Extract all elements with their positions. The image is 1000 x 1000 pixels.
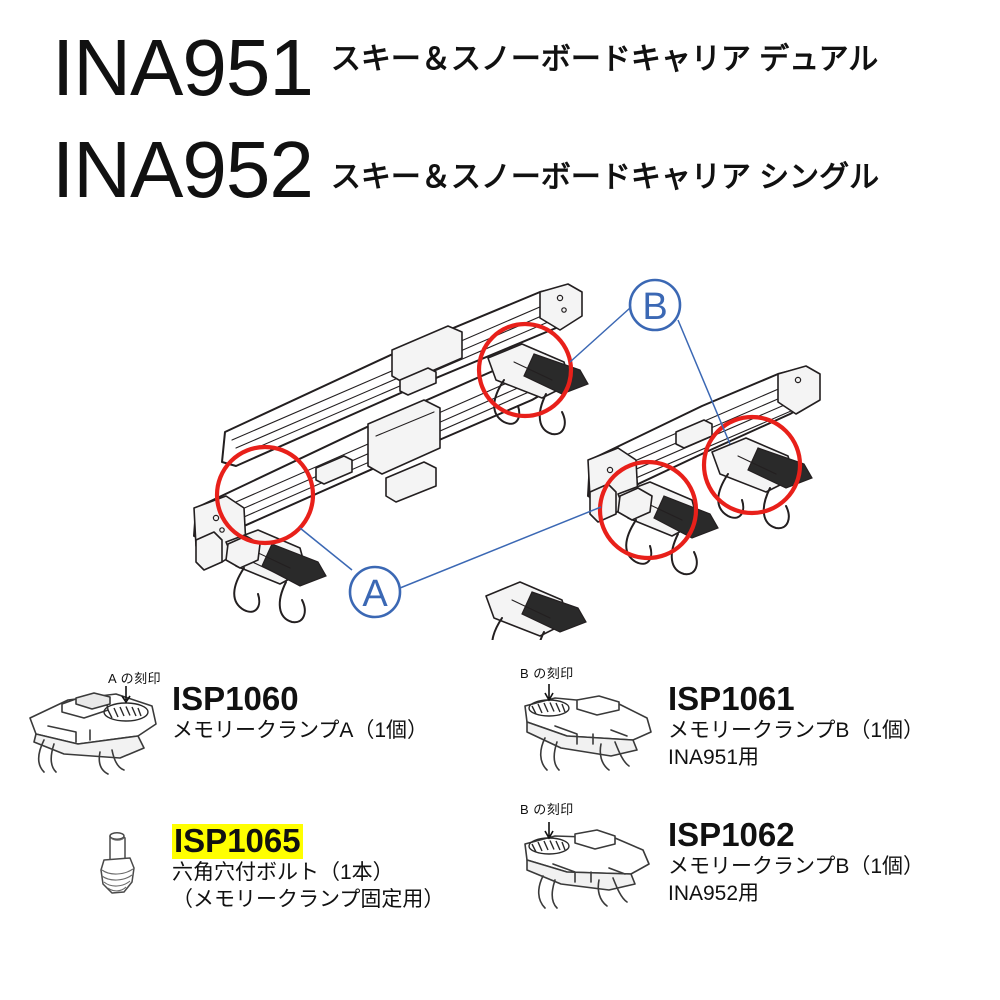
stamp-label-a: A の刻印 bbox=[108, 671, 162, 686]
leader-line-b-single bbox=[677, 319, 731, 445]
leader-line-a-dual bbox=[299, 527, 353, 571]
header-row-ina952: INA952 スキー＆スノーボードキャリア シングル bbox=[52, 130, 879, 210]
product-desc-ina952: スキー＆スノーボードキャリア シングル bbox=[330, 161, 880, 194]
leader-line-b-dual bbox=[569, 307, 631, 363]
highlight-circle-a-dual bbox=[214, 444, 316, 546]
part-text-isp1062: ISP1062 メモリークランプB（1個） INA952用 bbox=[668, 816, 925, 908]
highlight-circle-b-single bbox=[701, 414, 803, 516]
part-text-isp1061: ISP1061 メモリークランプB（1個） INA951用 bbox=[668, 680, 925, 772]
callout-badge-b: B bbox=[628, 278, 682, 332]
part-sub-isp1060-line1: メモリークランプA（1個） bbox=[172, 718, 429, 742]
product-desc-ina951: スキー＆スノーボードキャリア デュアル bbox=[330, 43, 879, 76]
clamp-a-single bbox=[617, 481, 719, 576]
product-code-ina952: INA952 bbox=[52, 125, 314, 214]
part-sub-isp1061-line1: メモリークランプB（1個） bbox=[668, 718, 925, 742]
clamp-b-single bbox=[711, 437, 813, 530]
highlight-circle-a-single bbox=[597, 459, 699, 561]
leader-line-a-single bbox=[399, 506, 602, 589]
stamp-label-b-951: B の刻印 bbox=[520, 666, 574, 681]
clamp-b-upper bbox=[487, 343, 589, 436]
part-text-isp1065: ISP1065 六角穴付ボルト（1本） （メモリークランプ固定用） bbox=[172, 822, 445, 914]
callout-badge-a-label: A bbox=[362, 573, 388, 615]
part-sub-isp1061-line2: INA951用 bbox=[668, 746, 760, 770]
header-row-ina951: INA951 スキー＆スノーボードキャリア デュアル bbox=[52, 28, 878, 108]
product-code-ina951: INA951 bbox=[52, 23, 314, 112]
single-carrier-drawing bbox=[587, 365, 821, 576]
hex-bolt-figure bbox=[90, 830, 144, 907]
callout-badge-b-label: B bbox=[642, 286, 667, 328]
carrier-illustration: .ln{fill:none;stroke:#231f20;stroke-widt… bbox=[0, 240, 1000, 640]
part-sub-isp1065-line1: 六角穴付ボルト（1本） bbox=[172, 860, 394, 884]
part-sub-isp1062-line1: メモリークランプB（1個） bbox=[668, 854, 925, 878]
part-sub-isp1062-line2: INA952用 bbox=[668, 882, 760, 906]
stamp-label-b-952: B の刻印 bbox=[520, 802, 574, 817]
dual-carrier-drawing bbox=[193, 283, 589, 640]
part-code-isp1065: ISP1065 bbox=[172, 822, 303, 859]
clamp-b-far bbox=[485, 581, 587, 640]
parts-list: A の刻印 bbox=[0, 660, 1000, 960]
part-code-isp1062: ISP1062 bbox=[668, 816, 795, 853]
clamp-b-952-figure bbox=[515, 818, 665, 915]
part-text-isp1060: ISP1060 メモリークランプA（1個） bbox=[172, 680, 429, 744]
part-sub-isp1065-line2: （メモリークランプ固定用） bbox=[172, 888, 445, 912]
part-code-isp1061: ISP1061 bbox=[668, 680, 795, 717]
callout-badge-a: A bbox=[348, 565, 402, 619]
clamp-b-951-figure bbox=[515, 682, 665, 779]
highlight-circle-b-dual bbox=[476, 321, 574, 419]
part-code-isp1060: ISP1060 bbox=[172, 680, 299, 717]
clamp-a-left bbox=[225, 529, 327, 624]
clamp-a-figure bbox=[20, 678, 170, 783]
